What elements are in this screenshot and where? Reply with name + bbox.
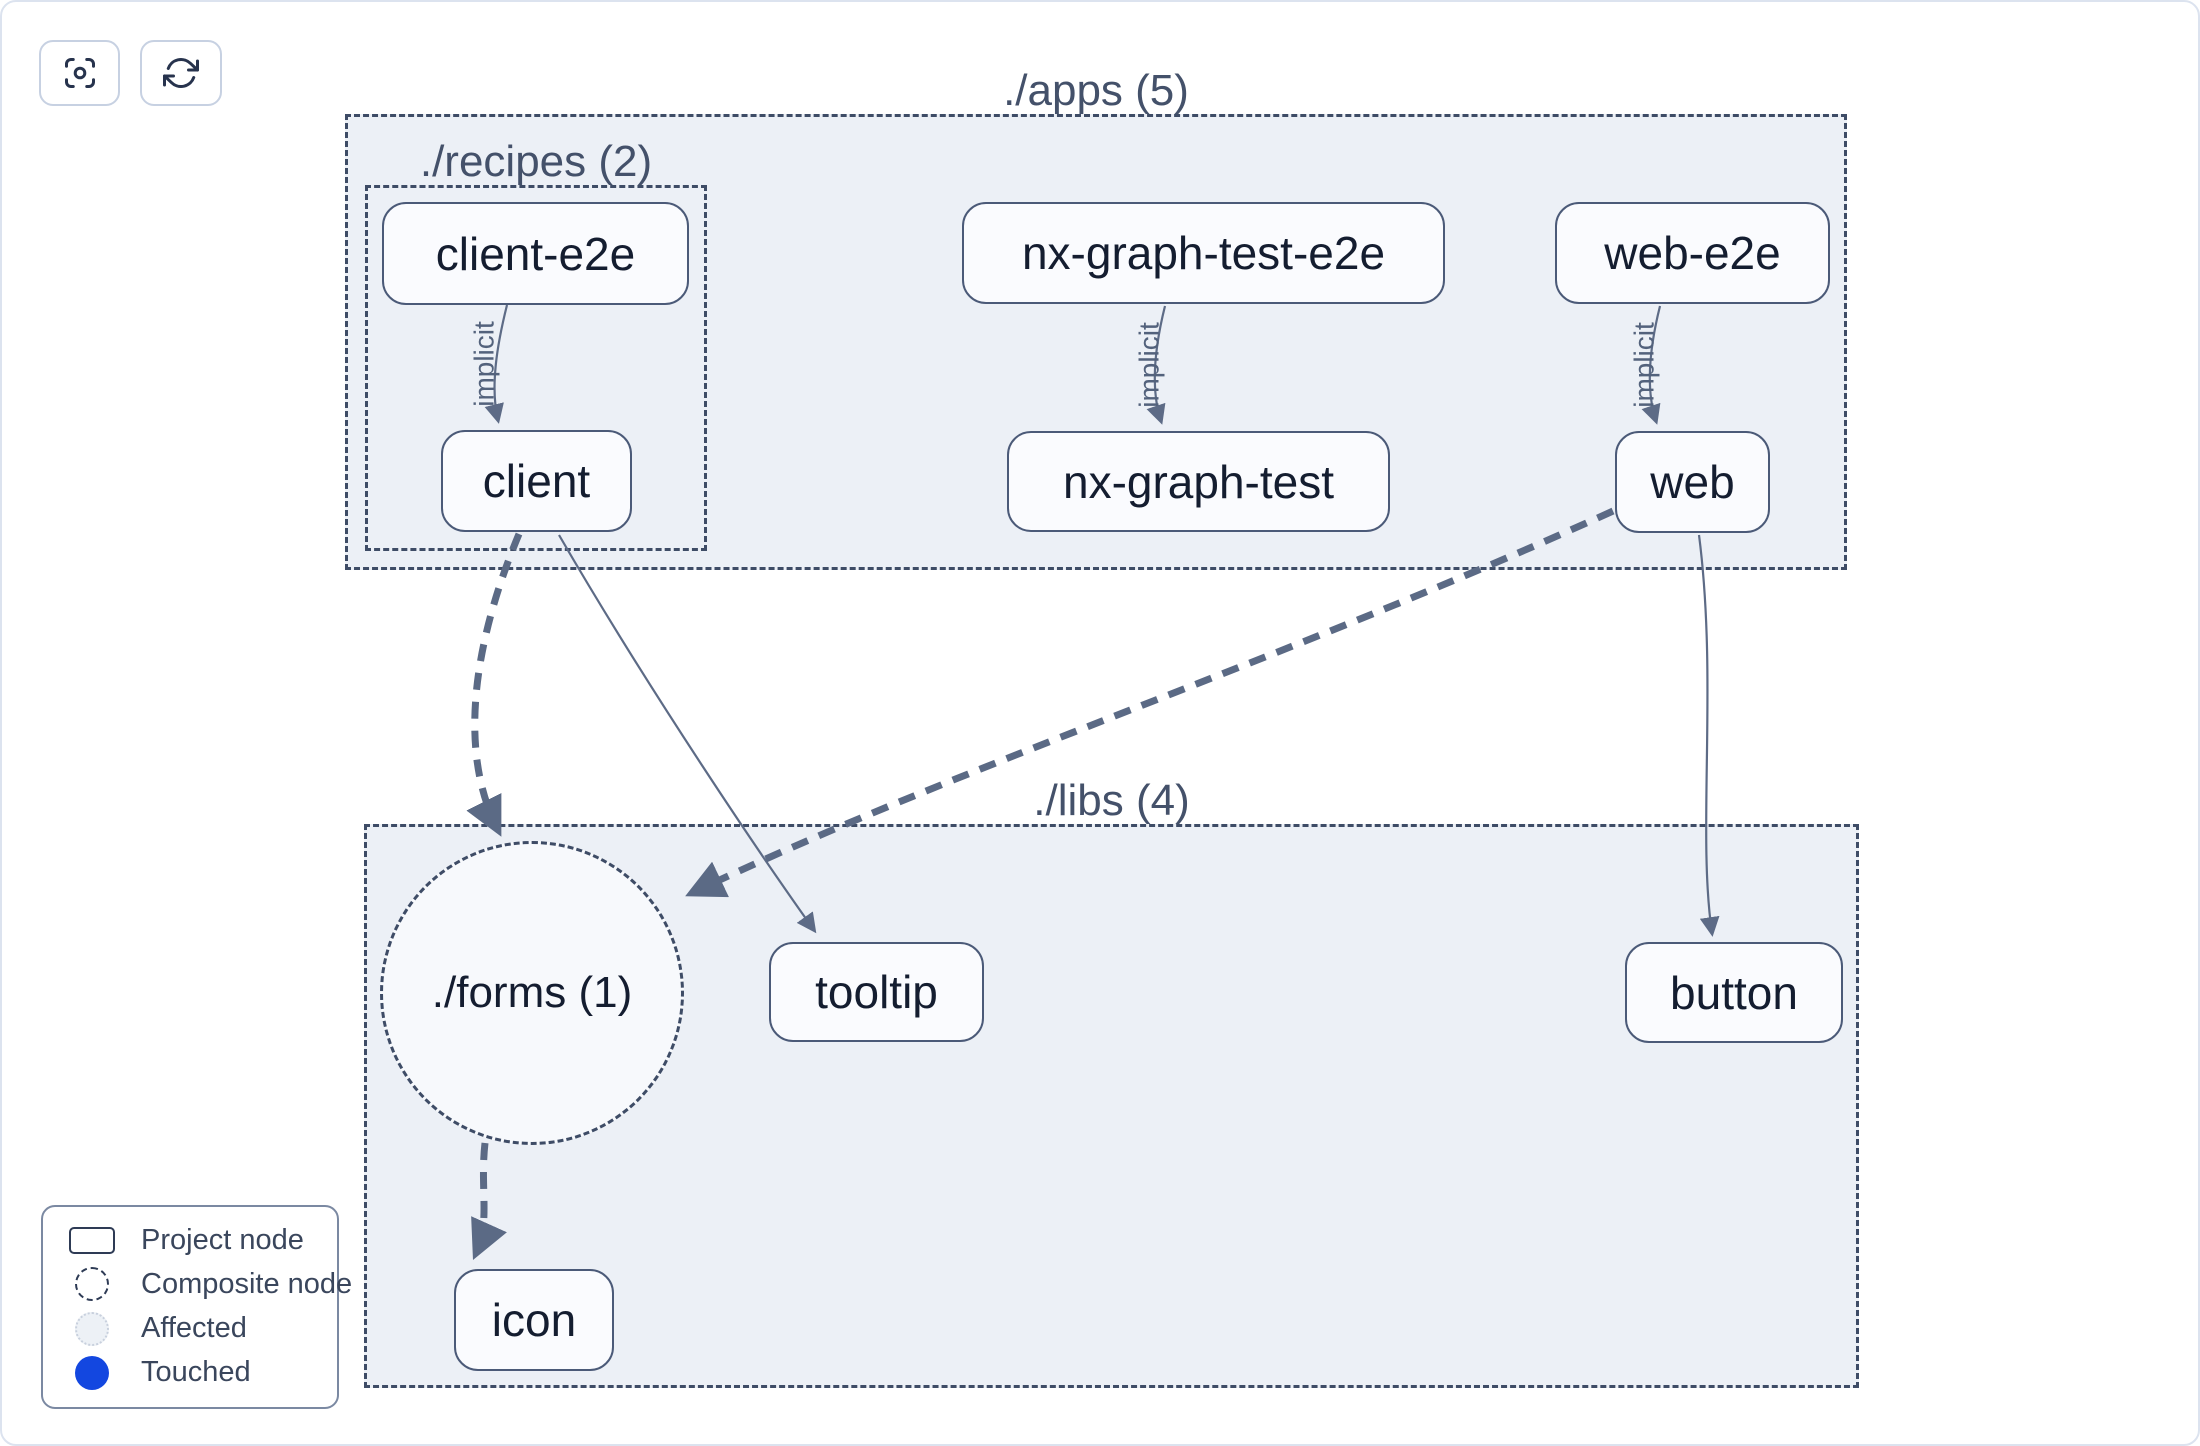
node-nx-graph-test-e2e-label: nx-graph-test-e2e — [1021, 227, 1386, 279]
node-nx-graph-test-label: nx-graph-test — [1062, 455, 1334, 508]
composite-node-forms-label: ./forms (1) — [431, 968, 633, 1017]
legend-label-project-node: Project node — [141, 1224, 304, 1257]
focus-icon — [62, 55, 98, 91]
node-tooltip-label: tooltip — [815, 966, 938, 1018]
node-client[interactable]: client — [441, 430, 632, 532]
node-button-label: button — [1670, 966, 1798, 1019]
node-web-e2e[interactable]: web-e2e — [1555, 202, 1830, 304]
legend-item-composite-node: Composite node — [67, 1267, 352, 1302]
legend-item-touched: Touched — [67, 1355, 337, 1390]
node-client-label: client — [482, 455, 591, 507]
node-nx-graph-test[interactable]: nx-graph-test — [1007, 431, 1390, 532]
refresh-button[interactable] — [140, 40, 222, 106]
group-libs-label: ./libs (4) — [1033, 776, 1190, 825]
affected-icon — [75, 1311, 109, 1346]
composite-node-forms[interactable]: ./forms (1) — [380, 841, 684, 1145]
touched-icon — [75, 1355, 109, 1390]
focus-button[interactable] — [39, 40, 120, 106]
composite-node-icon — [75, 1267, 109, 1302]
node-web[interactable]: web — [1615, 431, 1770, 533]
legend-label-composite-node: Composite node — [141, 1267, 353, 1300]
legend-label-affected: Affected — [141, 1312, 247, 1345]
group-recipes: ./recipes (2) — [365, 138, 707, 551]
node-client-e2e[interactable]: client-e2e — [382, 202, 689, 305]
legend-item-affected: Affected — [67, 1311, 337, 1346]
legend-item-project-node: Project node — [67, 1224, 337, 1257]
edge-client-to-forms — [466, 532, 523, 837]
group-apps-label: ./apps (5) — [1003, 66, 1189, 115]
node-button[interactable]: button — [1625, 942, 1843, 1043]
group-recipes-label: ./recipes (2) — [419, 137, 653, 186]
refresh-icon — [163, 55, 199, 91]
project-node-icon — [69, 1227, 115, 1255]
node-web-e2e-label: web-e2e — [1604, 227, 1781, 279]
node-client-e2e-label: client-e2e — [435, 227, 636, 280]
node-icon-label: icon — [491, 1294, 577, 1346]
node-web-label: web — [1650, 456, 1735, 508]
node-icon[interactable]: icon — [454, 1269, 614, 1371]
legend-panel: Project node Composite node Affected Tou… — [41, 1205, 352, 1409]
legend-label-touched: Touched — [141, 1356, 251, 1389]
node-tooltip[interactable]: tooltip — [769, 942, 984, 1042]
node-nx-graph-test-e2e[interactable]: nx-graph-test-e2e — [962, 202, 1445, 304]
